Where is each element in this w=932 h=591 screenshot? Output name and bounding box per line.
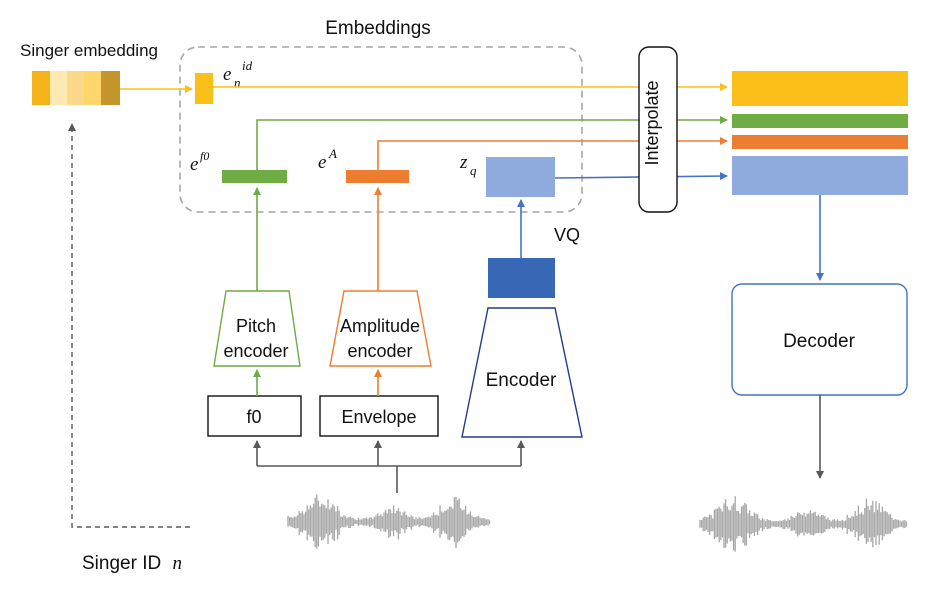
zq-block — [486, 157, 555, 197]
singer-embedding-cell — [50, 71, 67, 105]
e-f0-label: e f0 — [190, 149, 209, 175]
e-a-label: e A — [318, 146, 337, 173]
zq-sub: q — [470, 163, 477, 178]
singer-id-dashed-arrow — [68, 123, 190, 528]
pitch-encoder-line1: Pitch — [236, 316, 276, 336]
amplitude-encoder-line1: Amplitude — [340, 316, 420, 336]
singer-id-var: n — [172, 553, 182, 574]
singer-embedding-cell — [84, 71, 101, 105]
e-a-block — [346, 170, 409, 183]
singer-embedding-cell — [101, 71, 120, 105]
interpolate-box — [638, 46, 678, 213]
input-waveform — [287, 494, 491, 549]
f0-label: f0 — [246, 407, 261, 427]
e-id-block — [195, 73, 213, 104]
output-amplitude-bar — [732, 135, 908, 149]
e-id-base: e — [223, 64, 231, 85]
singer-id-text: Singer ID — [82, 553, 161, 574]
interpolate-label: Interpolate — [642, 80, 662, 165]
decoder-label: Decoder — [783, 331, 855, 352]
e-f0-sup: f0 — [200, 149, 209, 163]
output-singer-bar — [732, 71, 908, 106]
singer-embedding-bar — [32, 71, 120, 105]
input-fanout — [253, 440, 525, 493]
singer-embedding-cell — [32, 71, 50, 105]
singer-embedding-cell — [67, 71, 84, 105]
zq-label: z q — [459, 152, 477, 178]
encoder-label: Encoder — [486, 370, 557, 391]
e-a-sup: A — [328, 146, 337, 161]
envelope-label: Envelope — [341, 407, 416, 427]
amplitude-encoder-line2: encoder — [347, 341, 412, 361]
e-f0-block — [222, 170, 287, 183]
ea-to-output-arrow — [377, 137, 728, 170]
e-a-base: e — [318, 152, 326, 173]
amplitude-encoder-shape — [329, 290, 432, 367]
envelope-box — [319, 395, 439, 437]
vq-block — [488, 258, 555, 298]
embeddings-label: Embeddings — [325, 18, 431, 39]
e-id-sub: n — [234, 75, 241, 90]
output-pitch-bar — [732, 114, 908, 128]
singer-embedding-label: Singer embedding — [20, 41, 158, 60]
output-waveform — [699, 496, 908, 552]
encoder-shape — [461, 307, 583, 438]
e-id-sup: id — [242, 58, 253, 73]
e-id-label: e n id — [223, 58, 253, 90]
e-f0-base: e — [190, 154, 198, 175]
ef0-to-output-arrow — [256, 116, 728, 170]
singer-id-label: Singer ID n — [82, 553, 182, 574]
embeddings-group-box — [179, 46, 583, 213]
vq-label: VQ — [554, 225, 580, 245]
pitch-encoder-shape — [213, 290, 301, 367]
f0-box — [207, 395, 302, 437]
pitch-encoder-line2: encoder — [223, 341, 288, 361]
output-latent-bar — [732, 156, 908, 195]
zq-base: z — [459, 152, 468, 173]
